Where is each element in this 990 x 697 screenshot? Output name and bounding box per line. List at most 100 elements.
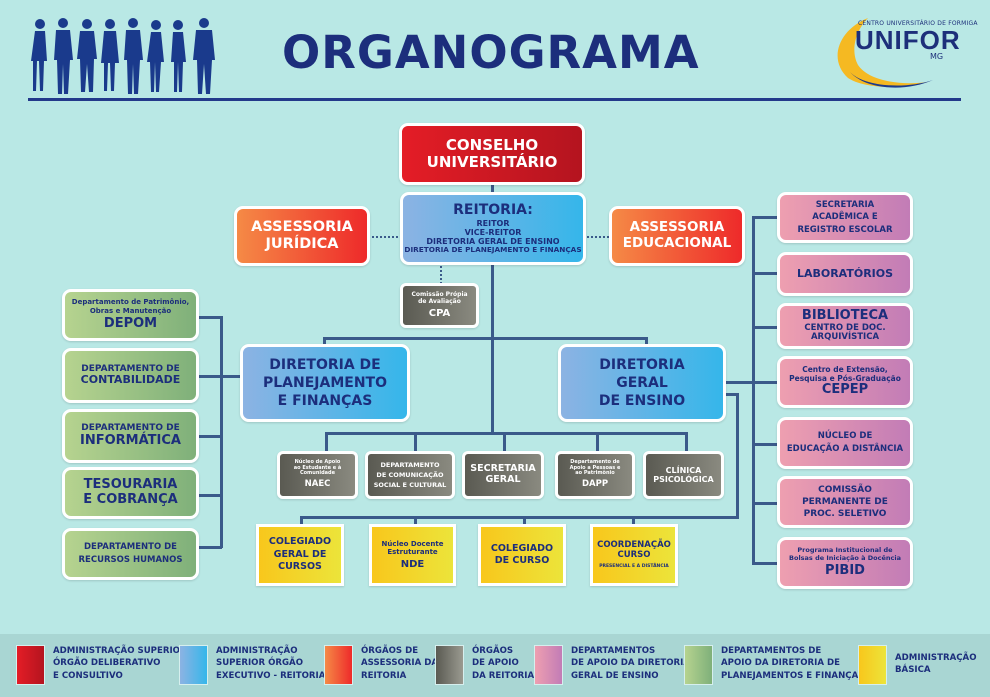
logo-name: UNIFOR: [855, 25, 961, 55]
box-line: PERMANENTE DE: [802, 496, 888, 507]
legend-swatch-gray: [435, 645, 464, 685]
box-line: Bolsas de Iniciação à Docência: [789, 553, 901, 562]
naec-box[interactable]: Núcleo de Apoio ao Estudante e à Comunid…: [277, 451, 358, 499]
legend-line: APOIO DA DIRETORIA DE: [721, 658, 840, 669]
legend-item-administracao-basica: ADMINISTRAÇÃO BÁSICA: [858, 645, 977, 685]
box-line: E FINANÇAS: [277, 393, 373, 410]
tesouraria-cobranca-box[interactable]: TESOURARIA E COBRANÇA: [62, 467, 199, 519]
box-line: INFORMÁTICA: [80, 432, 181, 448]
box-line: Pesquisa e Pós-Graduação: [789, 373, 901, 383]
box-line: JURÍDICA: [265, 236, 339, 252]
legend-item-apoio-planejamento: DEPARTAMENTOS DE APOIO DA DIRETORIA DE P…: [684, 645, 864, 685]
box-line: DIRETORIA: [599, 356, 685, 373]
box-line: Apoio a Pessoas e: [569, 464, 621, 471]
box-line: GERAL DE: [273, 548, 327, 560]
legend-swatch-orange: [324, 645, 353, 685]
box-acronym: DAPP: [581, 479, 609, 490]
header-divider: [28, 98, 961, 101]
pibid-box[interactable]: Programa Institucional de Bolsas de Inic…: [777, 537, 913, 589]
laboratorios-box[interactable]: LABORATÓRIOS: [777, 252, 913, 296]
box-line: ACADÊMICA E: [812, 212, 878, 223]
box-line: LABORATÓRIOS: [796, 266, 894, 280]
legend-line: ADMINISTRAÇÃO: [216, 646, 298, 656]
unifor-logo-swoosh-icon: [837, 18, 933, 88]
box-line: CURSOS: [278, 561, 322, 573]
box-line: COORDENAÇÃO: [597, 540, 671, 551]
secretaria-academica-box[interactable]: SECRETARIA ACADÊMICA E REGISTRO ESCOLAR: [777, 192, 913, 243]
depom-box[interactable]: Departamento de Patrimônio, Obras e Manu…: [62, 289, 199, 341]
legend-line: DE APOIO: [472, 658, 519, 669]
box-line: ARQUIVÍSTICA: [810, 332, 880, 343]
box-line: ASSESSORIA: [251, 219, 353, 236]
box-line: CLÍNICA: [665, 465, 702, 475]
box-line: de Avaliação: [418, 297, 461, 305]
box-line: DEPARTAMENTO DE: [81, 364, 180, 374]
legend-item-apoio-reitoria: ÓRGÃOS DE APOIO DA REITORIA: [435, 645, 534, 685]
secretaria-geral-box[interactable]: SECRETARIA GERAL: [462, 451, 544, 499]
box-line: COMISSÃO: [818, 484, 872, 495]
page-title: ORGANOGRAMA: [282, 26, 700, 79]
legend-item-assessoria: ÓRGÃOS DE ASSESSORIA DA REITORIA: [324, 645, 438, 685]
recursos-humanos-box[interactable]: DEPARTAMENTO DE RECURSOS HUMANOS: [62, 528, 199, 580]
box-line: ASSESSORIA: [629, 219, 725, 236]
box-line: PLANEJAMENTO: [262, 374, 387, 391]
coordenacao-curso-box[interactable]: COORDENAÇÃO CURSO PRESENCIAL E A DISTÂNC…: [590, 524, 678, 586]
colegiado-geral-cursos-box[interactable]: COLEGIADO GERAL DE CURSOS: [256, 524, 344, 586]
box-acronym: CPA: [428, 307, 451, 319]
box-line: ao Patrimônio: [575, 470, 615, 477]
legend-line: ASSESSORIA DA: [361, 658, 439, 669]
box-line: PROC. SELETIVO: [803, 509, 887, 520]
box-line: Departamento de Patrimônio,: [71, 298, 190, 307]
box-line: Núcleo de Apoio: [294, 458, 341, 465]
reitoria-title: REITORIA:: [453, 202, 533, 219]
legend-swatch-pink: [534, 645, 563, 685]
comunicacao-social-box[interactable]: DEPARTAMENTO DE COMUNICAÇÃO SOCIAL E CUL…: [365, 451, 455, 499]
legend-item-reitoria: ADMINISTRAÇÃO SUPERIOR ÓRGÃO EXECUTIVO -…: [179, 645, 325, 685]
clinica-psicologica-box[interactable]: CLÍNICA PSICOLÓGICA: [643, 451, 724, 499]
box-line: COLEGIADO: [268, 536, 332, 548]
informatica-box[interactable]: DEPARTAMENTO DE INFORMÁTICA: [62, 409, 199, 463]
diretoria-planejamento-financas-box[interactable]: DIRETORIA DE PLANEJAMENTO E FINANÇAS: [240, 344, 410, 422]
nead-box[interactable]: NÚCLEO DE EDUCAÇÃO A DISTÂNCIA: [777, 417, 913, 469]
legend-swatch-yellow: [858, 645, 887, 685]
comissao-processo-seletivo-box[interactable]: COMISSÃO PERMANENTE DE PROC. SELETIVO: [777, 476, 913, 528]
legend-line: DE APOIO DA DIRETORIA: [571, 658, 690, 669]
legend-line: PLANEJAMENTOS E FINANÇAS: [721, 670, 865, 681]
box-line: ao Estudante e à: [293, 464, 342, 471]
box-acronym: PIBID: [825, 563, 865, 578]
box-line: DE ENSINO: [598, 393, 686, 410]
assessoria-educacional-box[interactable]: ASSESSORIA EDUCACIONAL: [609, 206, 745, 266]
box-line: NÚCLEO DE: [817, 431, 873, 442]
logo-suffix: MG: [930, 52, 944, 61]
legend-line: ADMINISTRAÇÃO SUPERIOR: [53, 646, 187, 656]
contabilidade-box[interactable]: DEPARTAMENTO DE CONTABILIDADE: [62, 348, 199, 403]
legend-line: ÓRGÃOS: [472, 646, 514, 656]
box-line: PRESENCIAL E A DISTÂNCIA: [599, 563, 669, 569]
legend-line: DEPARTAMENTOS: [571, 646, 656, 656]
cpa-box[interactable]: Comissão Própia de Avaliação CPA: [400, 283, 479, 328]
legend-line: EXECUTIVO - REITORIA: [216, 670, 326, 681]
box-line: CONTABILIDADE: [80, 373, 181, 387]
legend-swatch-blue: [179, 645, 208, 685]
legend-line: ADMINISTRAÇÃO: [895, 653, 977, 663]
diretoria-geral-ensino-box[interactable]: DIRETORIA GERAL DE ENSINO: [558, 344, 726, 422]
box-line: EDUCAÇÃO A DISTÂNCIA: [786, 444, 904, 454]
box-line: SECRETARIA: [815, 200, 875, 211]
box-line: CENTRO DE DOC.: [804, 322, 886, 333]
box-acronym: CEPEP: [821, 382, 869, 398]
box-line: GERAL: [616, 374, 668, 391]
legend-line: BÁSICA: [895, 665, 931, 676]
box-line: E COBRANÇA: [83, 492, 178, 507]
nde-box[interactable]: Núcleo Docente Estruturante NDE: [369, 524, 456, 586]
dapp-box[interactable]: Departamento de Apoio a Pessoas e ao Pat…: [555, 451, 635, 499]
assessoria-juridica-box[interactable]: ASSESSORIA JURÍDICA: [234, 206, 370, 266]
box-line: Departamento de: [570, 458, 620, 465]
box-line: CONSELHO: [445, 135, 539, 154]
cepep-box[interactable]: Centro de Extensão, Pesquisa e Pós-Gradu…: [777, 356, 913, 408]
biblioteca-box[interactable]: BIBLIOTECA CENTRO DE DOC. ARQUIVÍSTICA: [777, 303, 913, 349]
colegiado-curso-box[interactable]: COLEGIADO DE CURSO: [478, 524, 566, 586]
box-line: CURSO: [617, 549, 651, 560]
conselho-universitario-box[interactable]: CONSELHO UNIVERSITÁRIO: [399, 123, 585, 185]
reitoria-box[interactable]: REITORIA: REITOR VICE-REITOR DIRETORIA G…: [400, 192, 586, 265]
box-line: SOCIAL E CULTURAL: [373, 481, 447, 490]
